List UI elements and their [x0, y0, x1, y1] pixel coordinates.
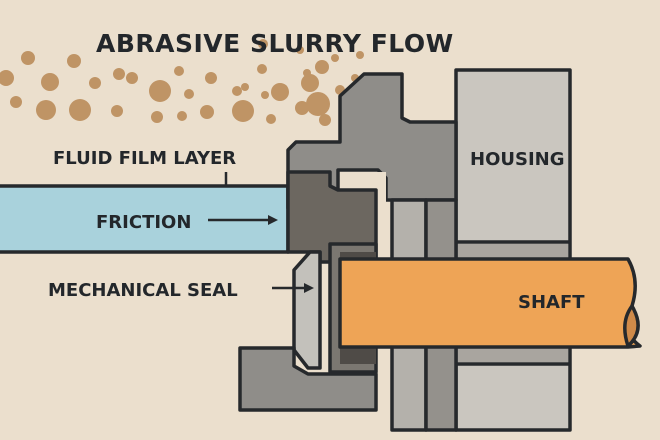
slurry-particle — [266, 114, 276, 124]
fluid-film-label: FLUID FILM LAYER — [53, 148, 236, 169]
slurry-particle — [177, 111, 187, 121]
slurry-particle — [257, 64, 267, 74]
slurry-particle — [356, 51, 364, 59]
shaft-label: SHAFT — [518, 292, 585, 313]
base-flange — [238, 346, 378, 412]
slurry-particle — [0, 70, 14, 86]
slurry-particle — [149, 80, 171, 102]
slurry-particle — [200, 105, 214, 119]
slurry-particle — [331, 54, 339, 62]
slurry-particle — [241, 83, 249, 91]
slurry-particle — [69, 99, 91, 121]
slurry-particle — [296, 46, 304, 54]
slurry-particle — [258, 39, 268, 49]
mechanical-seal-label: MECHANICAL SEAL — [48, 280, 238, 301]
slurry-particle — [319, 114, 331, 126]
slurry-particle — [232, 86, 242, 96]
slurry-particle — [41, 73, 59, 91]
shaft — [338, 257, 642, 349]
slurry-particle — [315, 60, 329, 74]
slurry-particle — [10, 96, 22, 108]
slurry-particle — [89, 77, 101, 89]
friction-arrowhead-icon — [268, 215, 278, 225]
slurry-particle — [295, 101, 309, 115]
slurry-particle — [126, 72, 138, 84]
shaft-cut-end — [623, 304, 640, 348]
slurry-particle — [113, 68, 125, 80]
slurry-particle — [278, 84, 288, 94]
slurry-particle — [306, 92, 330, 116]
slurry-particle — [111, 105, 123, 117]
seal-arrowhead-icon — [304, 283, 314, 293]
slurry-particle — [301, 74, 319, 92]
slurry-particle — [151, 111, 163, 123]
slurry-particle — [261, 91, 269, 99]
housing-label: HOUSING — [470, 149, 564, 170]
slurry-particle — [232, 100, 254, 122]
slurry-particle — [184, 89, 194, 99]
slurry-particle — [36, 100, 56, 120]
diagram-title: ABRASIVE SLURRY FLOW — [96, 29, 454, 58]
slurry-particle — [174, 66, 184, 76]
friction-label: FRICTION — [96, 212, 191, 233]
slurry-particle — [67, 54, 81, 68]
slurry-particle — [303, 69, 311, 77]
slurry-particle — [21, 51, 35, 65]
housing-lip-bottom — [458, 345, 568, 362]
slurry-particle — [205, 72, 217, 84]
seal-ring-stationary — [292, 250, 322, 370]
